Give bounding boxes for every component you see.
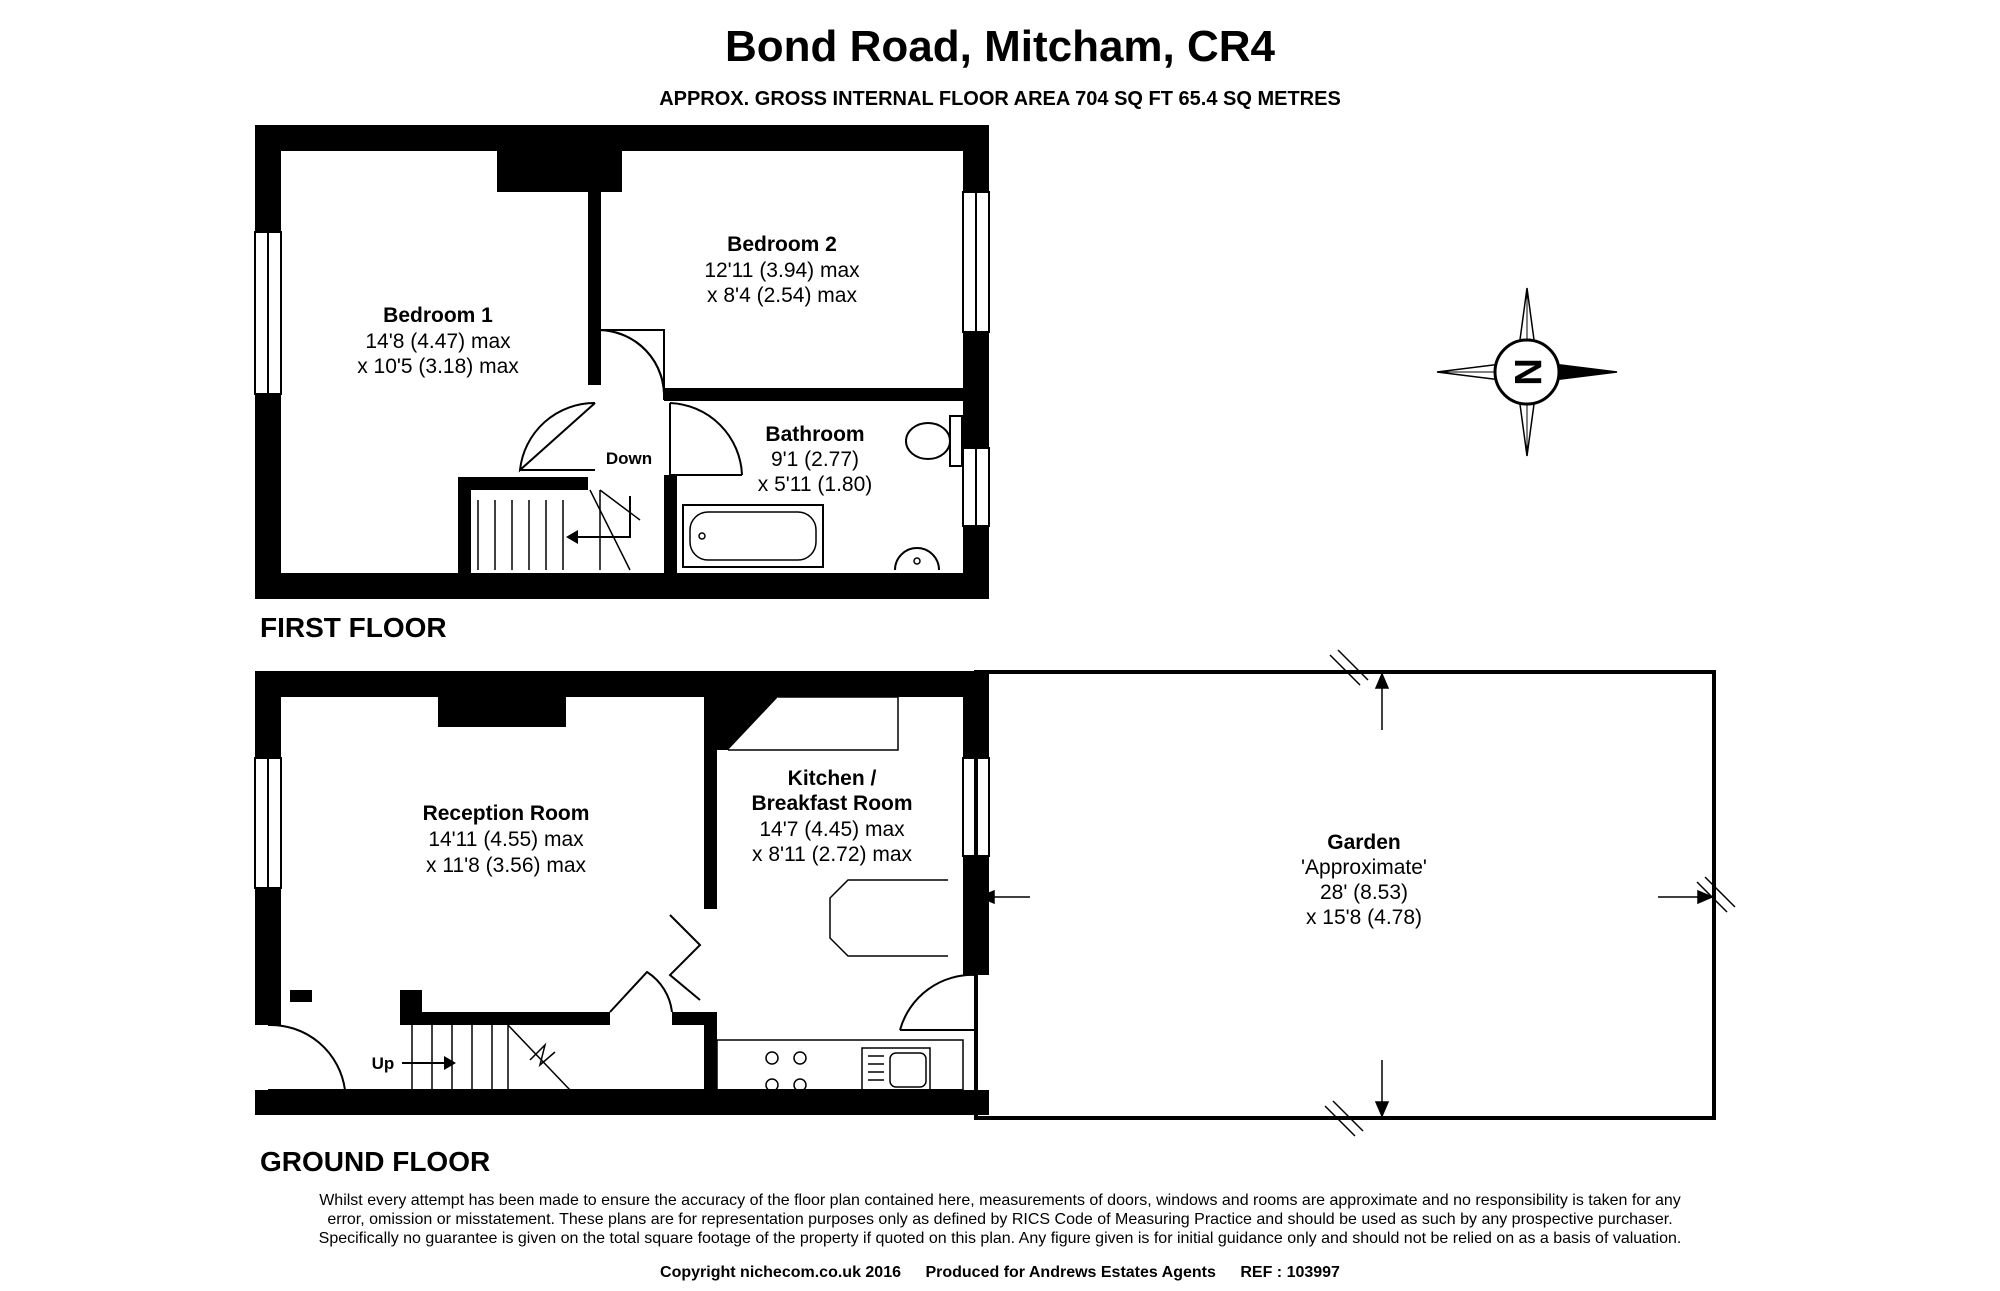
door-front (267, 1023, 346, 1091)
door-bath (669, 402, 743, 476)
bedroom1-dim1: 14'8 (4.47) max (365, 330, 511, 353)
toilet (905, 415, 963, 467)
garden-note: 'Approximate' (1301, 856, 1427, 879)
produced-for-text: Produced for Andrews Estates Agents (925, 1264, 1216, 1281)
bedroom2-dim1: 12'11 (3.94) max (704, 259, 860, 282)
disclaimer-line-1: Whilst every attempt has been made to en… (319, 1192, 1681, 1209)
door-bed2 (597, 328, 666, 401)
ground-floor-label: GROUND FLOOR (260, 1146, 490, 1177)
door-kitchen-back (899, 973, 977, 1031)
door-hall (609, 970, 673, 1013)
first-floor-stairs-arrow (570, 496, 631, 538)
reception-name: Reception Room (423, 802, 590, 825)
disclaimer: Whilst every attempt has been made to en… (180, 1191, 1820, 1248)
wall-bath-left (664, 475, 677, 573)
door-reception-kitchen (668, 914, 702, 1001)
kitchen-dim1: 14'7 (4.45) max (759, 818, 905, 841)
bathroom-dim2: x 5'11 (1.80) (758, 473, 873, 496)
ground-floor-chimney (438, 695, 566, 727)
compass: N (1436, 287, 1618, 457)
ground-floor-plan: Up (254, 649, 1736, 1137)
kitchen-chimney (704, 697, 778, 750)
first-floor-plan: Bedroom 1 14'8 (4.47) max x 10'5 (3.18) … (254, 125, 990, 599)
bedroom1-name: Bedroom 1 (383, 304, 493, 327)
garden-boundary (974, 670, 1716, 1120)
garden-dim1: 28' (8.53) (1320, 881, 1408, 904)
floor-area-subtitle: APPROX. GROSS INTERNAL FLOOR AREA 704 SQ… (659, 88, 1341, 110)
garden-dimension-markers (978, 649, 1736, 1137)
first-floor-chimney (497, 150, 622, 192)
garden-dim2: x 15'8 (4.78) (1306, 906, 1422, 929)
reception-dim2: x 11'8 (3.56) max (426, 854, 587, 877)
bedroom2-dim2: x 8'4 (2.54) max (707, 284, 857, 307)
wall-bed2-bath (664, 388, 964, 401)
ground-floor-stairs-label: Up (372, 1054, 395, 1073)
disclaimer-line-2: error, omission or misstatement. These p… (327, 1211, 1673, 1228)
ref-text: REF : 103997 (1240, 1264, 1340, 1281)
page-title: Bond Road, Mitcham, CR4 (724, 22, 1276, 71)
compass-letter: N (1506, 358, 1548, 385)
hall-wall-top (400, 1012, 610, 1025)
wall-bed1-bed2 (588, 190, 601, 385)
ground-floor-stairs (411, 1024, 571, 1091)
wall-reception-kitchen-top (704, 697, 717, 909)
first-floor-stairs-label: Down (606, 449, 652, 468)
reception-dim1: 14'11 (4.55) max (428, 828, 584, 851)
basin (894, 547, 940, 571)
stair-wall-top (458, 477, 588, 490)
first-floor-label: FIRST FLOOR (260, 612, 447, 643)
bathroom-name: Bathroom (765, 423, 864, 446)
copyright-text: Copyright nichecom.co.uk 2016 (660, 1264, 901, 1281)
copyright-line: Copyright nichecom.co.uk 2016 Produced f… (0, 1264, 2000, 1282)
bedroom1-dim2: x 10'5 (3.18) max (357, 355, 519, 378)
bath-tub (682, 504, 824, 568)
hob (765, 1051, 807, 1092)
wall-reception-kitchen-bottom (704, 1012, 717, 1102)
disclaimer-line-3: Specifically no guarantee is given on th… (318, 1230, 1682, 1247)
garden-name: Garden (1327, 831, 1401, 854)
kitchen-dim2: x 8'11 (2.72) max (752, 843, 913, 866)
kitchen-name-line2: Breakfast Room (751, 792, 912, 815)
kitchen-name-line1: Kitchen / (788, 767, 877, 790)
bathroom-dim1: 9'1 (2.77) (771, 448, 859, 471)
stair-wall-left (458, 477, 471, 573)
bedroom2-name: Bedroom 2 (727, 233, 837, 256)
kitchen-sink (861, 1047, 931, 1093)
kitchen-worktop (716, 1039, 964, 1103)
first-floor-stairs (477, 489, 641, 571)
door-bed1 (518, 401, 596, 473)
